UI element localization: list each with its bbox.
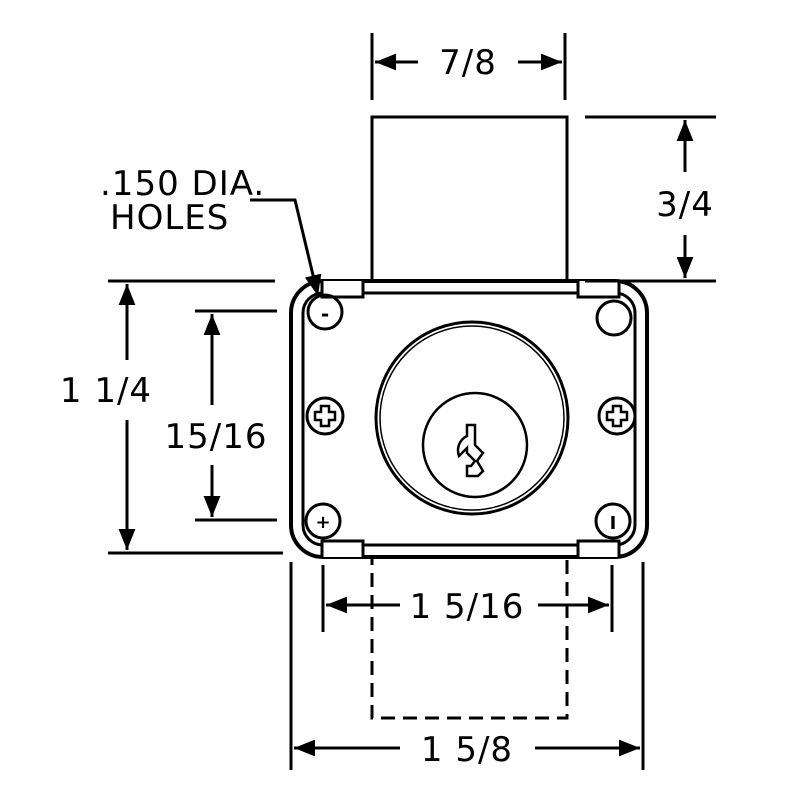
- screw-right-icon: [597, 396, 637, 436]
- hole-label-line2: HOLES: [110, 198, 229, 238]
- cylinder-face: [374, 320, 570, 516]
- dim-hole-spacing-horizontal: 1 5/16: [410, 587, 525, 627]
- hole-mark-bottom-right: I: [610, 513, 617, 534]
- dim-body-height: 1 1/4: [60, 371, 152, 411]
- hole-leader-line: [250, 198, 322, 297]
- dim-hole-spacing-vertical: 15/16: [165, 417, 268, 457]
- dim-body-width: 1 5/8: [421, 730, 513, 770]
- keyway-icon: [456, 423, 485, 478]
- hole-mark-top-left: -: [321, 302, 329, 326]
- dim-bolt-projection: 3/4: [656, 185, 714, 225]
- lock-body-outer: [289, 279, 649, 559]
- key-plug: [421, 391, 529, 499]
- mounting-hole-top-left: [306, 293, 344, 331]
- screw-left-icon: [305, 396, 345, 436]
- mounting-hole-bottom-right: [594, 502, 632, 540]
- corner-notches: [320, 281, 621, 557]
- dim-bolt-width: 7/8: [439, 43, 497, 83]
- bolt-retracted-dashed: [370, 555, 569, 720]
- mounting-hole-bottom-left: [304, 502, 342, 540]
- bolt: [370, 115, 569, 283]
- mounting-hole-top-right: [595, 299, 633, 337]
- hole-label-line1: .150 DIA.: [100, 164, 265, 204]
- hole-mark-bottom-left: +: [315, 512, 330, 533]
